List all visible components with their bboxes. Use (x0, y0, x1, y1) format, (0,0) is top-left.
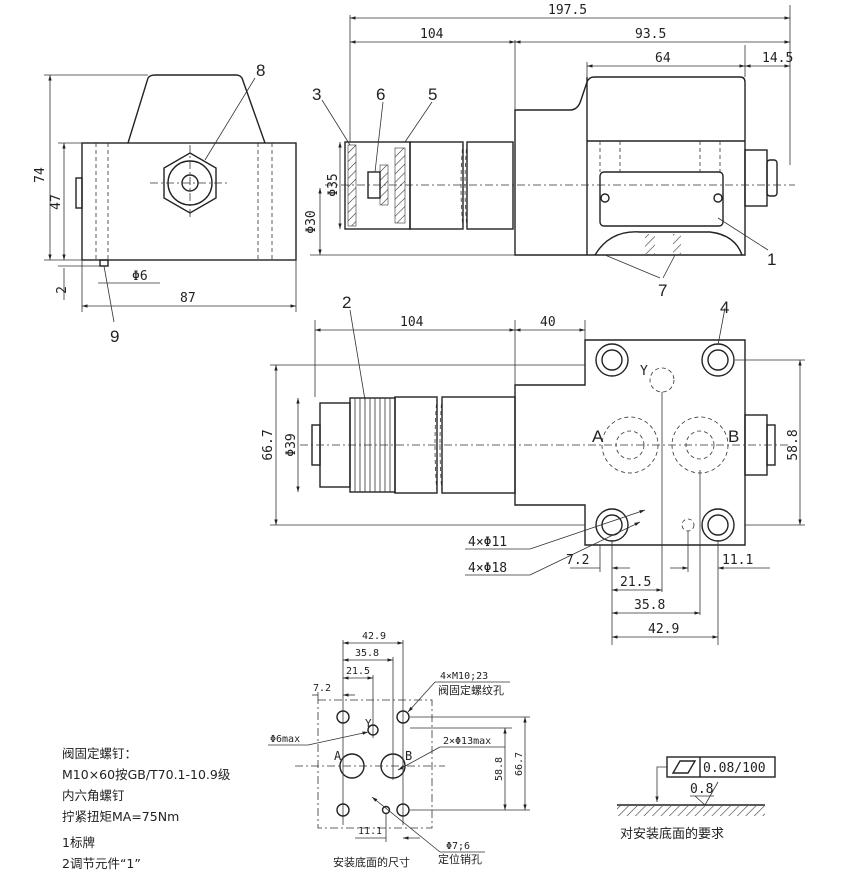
dim-21-5: 21.5 (620, 575, 651, 590)
thread-holes-desc: 阀固定螺纹孔 (438, 683, 504, 697)
mount-dim-58-8: 58.8 (494, 757, 505, 781)
mount-dim-7-2: 7.2 (313, 683, 331, 694)
label-4: 4 (720, 298, 729, 317)
dim-phi35: Φ35 (326, 173, 341, 196)
dim-phi39: Φ39 (284, 433, 299, 456)
top-view: A B Y 104 40 66.7 Φ39 58.8 4 2 4×Φ11 4×Φ… (261, 293, 805, 645)
y-hole-label: Φ6max (270, 734, 300, 745)
dim-93-5: 93.5 (635, 27, 666, 42)
thread-holes-label: 4×M10;23 (440, 671, 488, 682)
mount-port-a: A (334, 749, 342, 763)
mount-dim-11-1: 11.1 (358, 826, 382, 837)
note-line: 内六角螺钉 (62, 788, 125, 803)
dim-phi6: Φ6 (132, 269, 148, 284)
port-y-label: Y (640, 364, 648, 379)
note-line: M10×60按GB/T70.1-10.9级 (62, 767, 231, 782)
adjust-knob[interactable] (349, 397, 396, 493)
mounting-surface-view: 42.9 35.8 21.5 7.2 A B Y 4×M10;23 阀固定螺纹孔… (268, 631, 530, 869)
dim-66-7: 66.7 (261, 429, 276, 460)
nameplate (599, 171, 724, 227)
flatness-icon (671, 760, 697, 774)
label-3: 3 (312, 85, 321, 104)
dim-7-2: 7.2 (566, 553, 589, 568)
dim-87: 87 (180, 291, 196, 306)
side-solenoid-top (127, 74, 266, 144)
dim-58-8: 58.8 (786, 429, 801, 460)
holes-phi18: 4×Φ18 (468, 561, 507, 576)
dim-42-9: 42.9 (648, 622, 679, 637)
dim-64: 64 (655, 51, 671, 66)
mounting-caption: 安装底面的尺寸 (333, 855, 410, 869)
mount-dim-42-9: 42.9 (362, 631, 386, 642)
mount-port-y: Y (365, 717, 372, 730)
label-6: 6 (376, 85, 385, 104)
surface-requirement: 0.08/100 0.8 对安装底面的要求 (617, 756, 776, 842)
dim-47: 47 (49, 194, 64, 210)
label-5: 5 (428, 85, 437, 104)
mount-dim-66-7: 66.7 (514, 752, 525, 776)
label-8: 8 (256, 61, 265, 80)
mount-dim-35-8: 35.8 (355, 648, 379, 659)
note-line: 2调节元件“1” (62, 856, 141, 871)
mount-dim-21-5: 21.5 (346, 666, 370, 677)
dim-197-5: 197.5 (548, 3, 587, 18)
dim-2: 2 (55, 286, 70, 294)
label-9: 9 (110, 327, 119, 346)
flatness-value: 0.08/100 (703, 761, 766, 776)
label-2: 2 (342, 293, 351, 312)
pin-hole-label: Φ7;6 (446, 841, 470, 852)
dim-104-top: 104 (400, 315, 424, 330)
front-view: 197.5 104 93.5 64 14.5 Φ35 Φ30 3 6 5 1 7 (304, 3, 795, 300)
port-holes-label: 2×Φ13max (443, 736, 491, 747)
pin-hole-desc: 定位销孔 (438, 852, 482, 866)
holes-phi11: 4×Φ11 (468, 535, 507, 550)
note-line: 拧紧扭矩MA=75Nm (62, 809, 180, 824)
top-body (514, 339, 746, 546)
dim-35-8: 35.8 (634, 598, 665, 613)
mount-port-b: B (405, 749, 412, 763)
dim-74: 74 (33, 167, 48, 183)
surface-caption: 对安装底面的要求 (620, 826, 724, 842)
roughness-value: 0.8 (690, 782, 713, 797)
dim-14-5: 14.5 (762, 51, 793, 66)
port-a-label: A (592, 427, 604, 446)
note-line: 1标牌 (62, 835, 95, 850)
side-view: 74 47 2 Φ6 87 8 9 (33, 61, 297, 346)
dim-11-1: 11.1 (722, 553, 753, 568)
port-b-label: B (728, 427, 739, 446)
label-1: 1 (767, 250, 776, 269)
mounting-holes (595, 343, 735, 542)
note-line: 阀固定螺钉： (62, 746, 138, 761)
dim-40: 40 (540, 315, 556, 330)
front-body (514, 76, 746, 256)
label-7: 7 (658, 281, 667, 300)
dim-104: 104 (420, 27, 444, 42)
dim-phi30: Φ30 (304, 210, 319, 233)
